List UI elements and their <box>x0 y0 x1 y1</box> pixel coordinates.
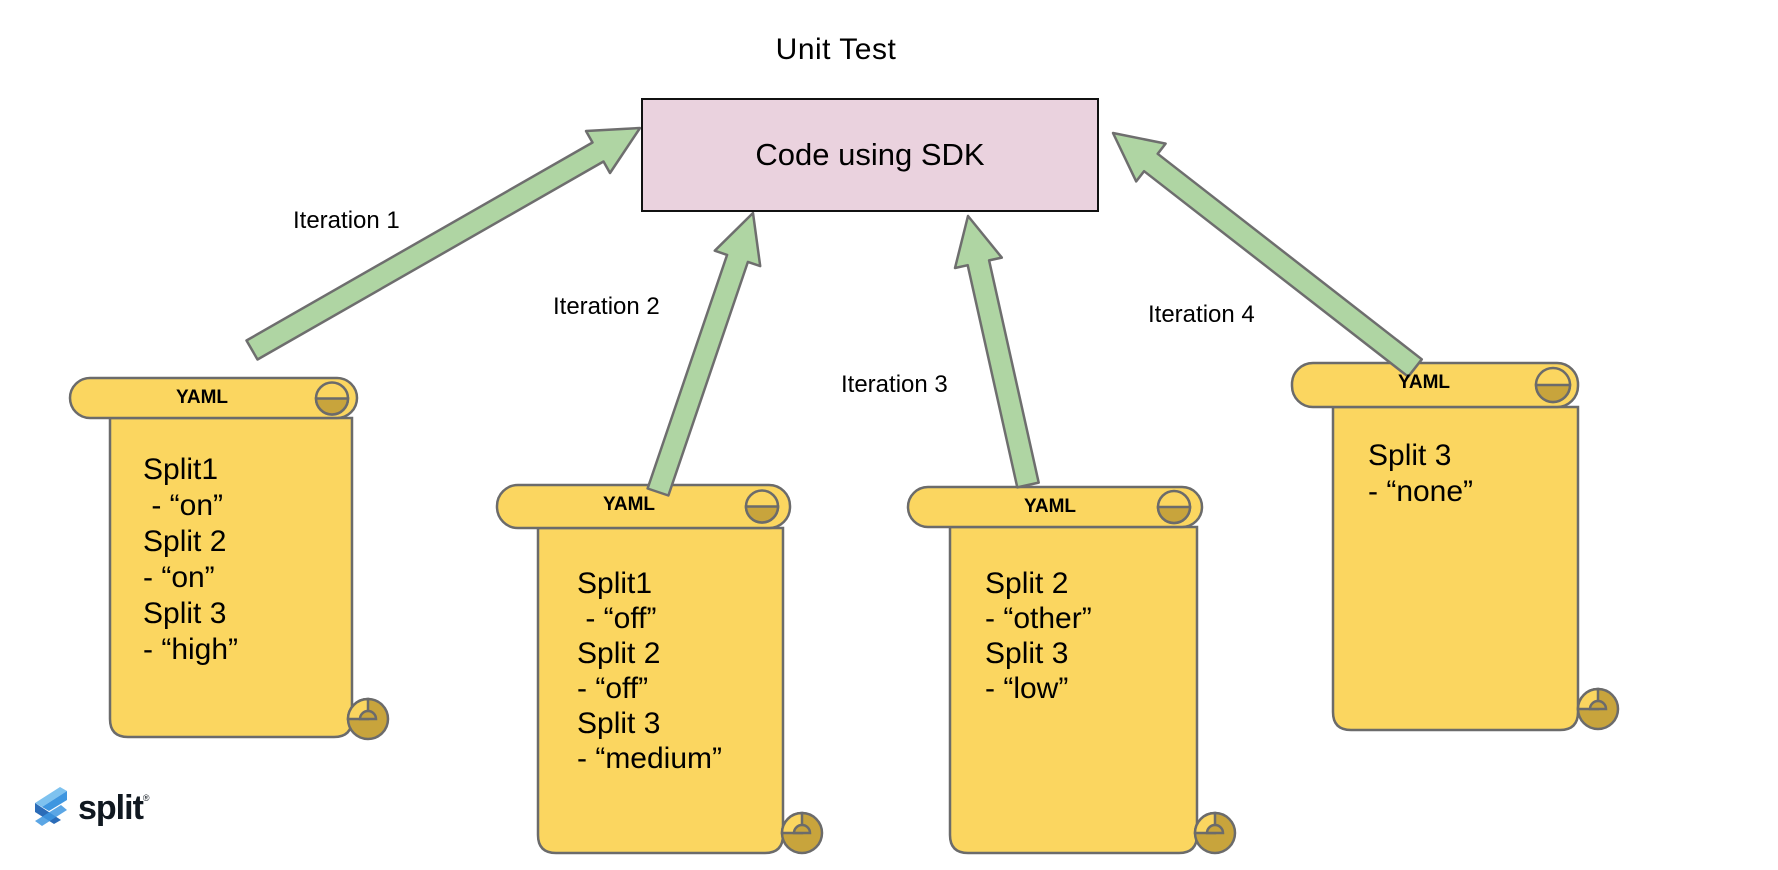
split-logo-text: split® <box>78 788 150 827</box>
arrow-label-iteration-4: Iteration 4 <box>1148 301 1255 328</box>
yaml-line: - “on” <box>143 561 215 594</box>
split-logo: split® <box>33 783 149 833</box>
arrow-iteration-4 <box>1111 131 1424 378</box>
yaml-scroll-2-header: YAML <box>602 494 656 515</box>
yaml-line: Split1 <box>143 453 219 486</box>
yaml-scroll-3-header: YAML <box>1023 496 1077 517</box>
yaml-line: Split 2 <box>577 637 661 670</box>
split-logo-icon <box>35 787 67 826</box>
yaml-scroll-2-shape <box>495 483 824 855</box>
yaml-line: Split 3 <box>577 707 661 740</box>
yaml-line: Split 2 <box>985 567 1069 600</box>
yaml-scroll-4-content: Split 3 - “none” <box>1368 438 1473 510</box>
arrow-label-iteration-1: Iteration 1 <box>293 207 400 234</box>
yaml-scroll-1-content: Split1 - “on” Split 2 - “on” Split 3 - “… <box>143 452 238 668</box>
yaml-scroll-1-shape <box>68 376 390 741</box>
arrow-label-iteration-3: Iteration 3 <box>841 371 948 398</box>
yaml-line: - “medium” <box>577 742 723 775</box>
yaml-scroll-4-header: YAML <box>1397 372 1451 393</box>
yaml-line: - “high” <box>143 633 239 666</box>
yaml-line: - “on” <box>143 489 224 522</box>
yaml-line: - “other” <box>985 602 1092 635</box>
arrow-iteration-2 <box>646 211 762 497</box>
yaml-scroll-1-header: YAML <box>175 387 229 408</box>
yaml-line: Split1 <box>577 567 653 600</box>
sdk-box-label: Code using SDK <box>755 137 985 172</box>
yaml-line: - “low” <box>985 672 1069 705</box>
yaml-line: - “none” <box>1368 475 1474 508</box>
arrow-iteration-3 <box>953 214 1040 489</box>
yaml-scroll-2-content: Split1 - “off” Split 2 - “off” Split 3 -… <box>577 566 722 776</box>
yaml-scroll-3-content: Split 2 - “other” Split 3 - “low” <box>985 566 1092 706</box>
yaml-line: Split 3 <box>143 597 227 630</box>
yaml-line: - “off” <box>577 672 649 705</box>
yaml-scroll-4-shape <box>1290 361 1620 732</box>
sdk-box: Code using SDK <box>641 98 1099 212</box>
yaml-scroll-3-shape <box>906 485 1237 855</box>
yaml-line: Split 3 <box>985 637 1069 670</box>
yaml-line: Split 2 <box>143 525 227 558</box>
yaml-line: Split 3 <box>1368 439 1452 472</box>
trademark-mark: ® <box>142 792 150 803</box>
arrow-iteration-1 <box>245 126 642 361</box>
yaml-line: - “off” <box>577 602 657 635</box>
arrow-label-iteration-2: Iteration 2 <box>553 293 660 320</box>
diagram-title: Unit Test <box>775 33 897 66</box>
